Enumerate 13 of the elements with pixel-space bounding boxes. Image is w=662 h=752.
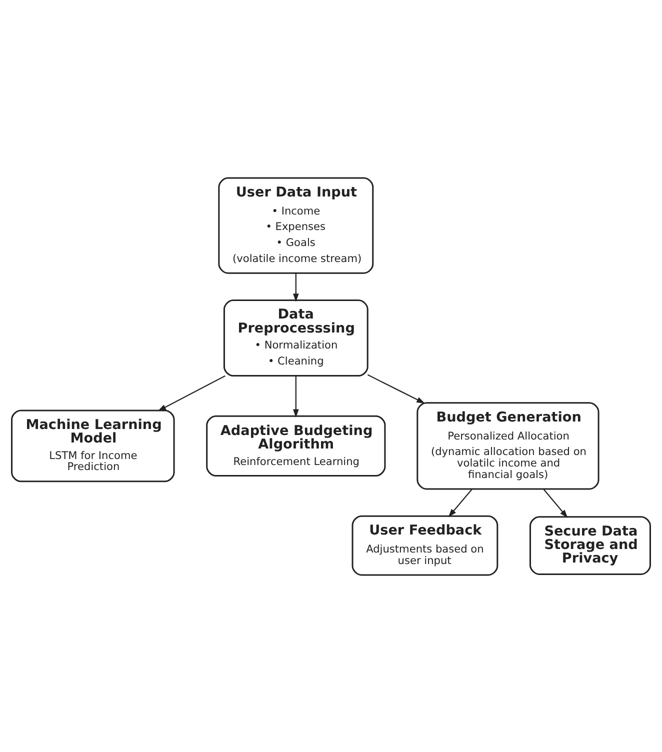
node-box: Adaptive Budgeting Algorithm Reinforcement Learning bbox=[206, 414, 386, 476]
node-box: User Feedback Adjustments based on user input bbox=[352, 514, 498, 576]
node-box: Budget Generation Personalized Allocation (dynamic allocation based on volatilc income and financial goals) bbox=[416, 402, 600, 490]
node-box: Data Preprocesssing • Normalization • Cleaning bbox=[223, 299, 368, 376]
arrow bbox=[367, 374, 425, 404]
node-box: Machine Learning Model LSTM for Income Prediction bbox=[11, 409, 175, 482]
arrow bbox=[448, 488, 472, 517]
arrow bbox=[293, 375, 299, 418]
node-box: User Data Input • Income • Expenses • Goals (volatile income stream) bbox=[218, 176, 374, 274]
arrow bbox=[543, 488, 568, 518]
node-box: Secure Data Storage and Privacy bbox=[529, 516, 651, 574]
arrow bbox=[158, 374, 226, 411]
arrow bbox=[293, 272, 299, 302]
